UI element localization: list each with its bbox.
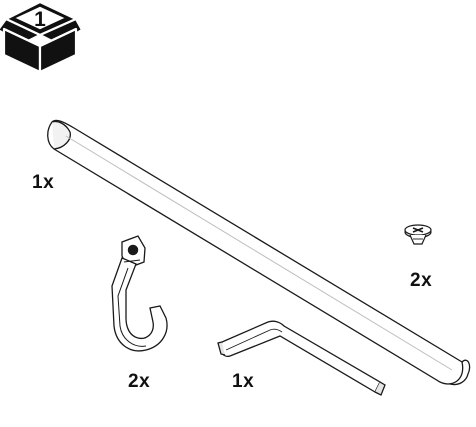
screw-quantity-label: 2x — [410, 270, 433, 291]
rail-part — [47, 119, 471, 386]
step-box-icon: 1 — [0, 0, 84, 74]
screw-part — [404, 224, 432, 245]
step-number: 1 — [34, 8, 46, 31]
hex-key-part — [217, 320, 386, 396]
hex-key-quantity-label: 1x — [232, 371, 255, 392]
bracket-part — [111, 235, 168, 352]
rail-quantity-label: 1x — [32, 172, 55, 193]
bracket-quantity-label: 2x — [128, 371, 151, 392]
